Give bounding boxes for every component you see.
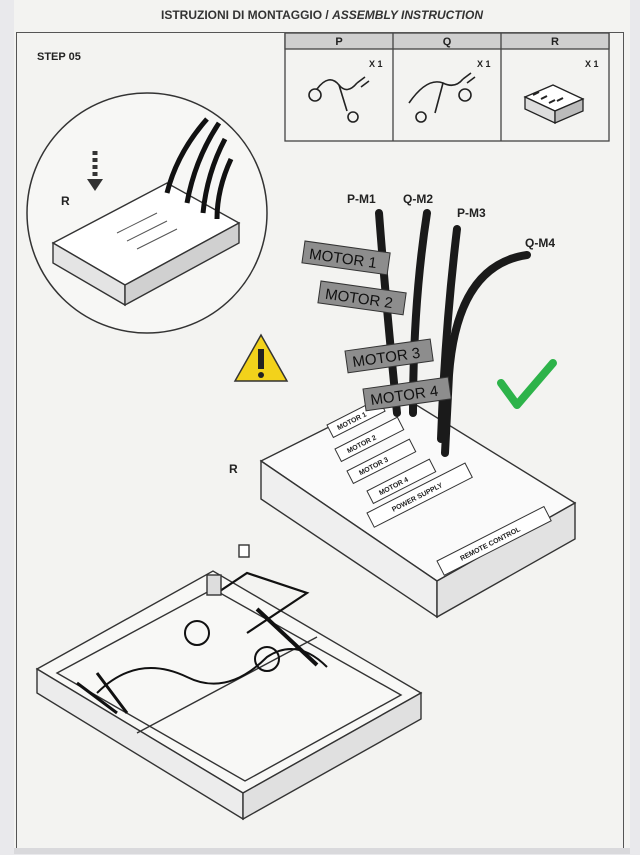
part-qty-p: X 1 (369, 59, 383, 69)
part-letter-r: R (551, 36, 559, 48)
cable-label-q-m4: Q-M4 (525, 236, 555, 250)
warning-triangle-icon (233, 333, 289, 382)
parts-table: P Q R X 1 X 1 X 1 (284, 33, 610, 142)
cable-label-q-m2: Q-M2 (403, 192, 433, 206)
step-frame: STEP 05 P Q R X 1 X 1 X 1 (16, 32, 624, 854)
title-english: ASSEMBLY INSTRUCTION (332, 8, 484, 22)
title-separator: / (322, 8, 333, 22)
main-part-label: R (229, 462, 238, 476)
cable-harness-q-icon (408, 72, 476, 123)
bottom-edge (14, 848, 630, 854)
green-checkmark-icon (497, 359, 557, 409)
part-letter-q: Q (443, 36, 452, 48)
step-label: STEP 05 (37, 51, 81, 63)
control-box-icon (523, 84, 585, 125)
part-letter-p: P (335, 36, 342, 48)
cable-harness-p-icon (308, 76, 370, 123)
cable-label-p-m1: P-M1 (347, 192, 376, 206)
part-qty-r: X 1 (585, 59, 599, 69)
detail-view: R (26, 92, 268, 334)
bed-frame-illustration (35, 544, 423, 821)
title-italian: ISTRUZIONI DI MONTAGGIO (160, 8, 323, 22)
part-qty-q: X 1 (477, 59, 491, 69)
detail-part-label: R (61, 194, 70, 208)
cable-label-p-m3: P-M3 (457, 206, 486, 220)
instruction-sheet: ISTRUZIONI DI MONTAGGIO / ASSEMBLY INSTR… (14, 0, 630, 854)
page-header: ISTRUZIONI DI MONTAGGIO / ASSEMBLY INSTR… (14, 8, 630, 22)
assembly-illustration: P Q R X 1 X 1 X 1 (26, 33, 610, 821)
